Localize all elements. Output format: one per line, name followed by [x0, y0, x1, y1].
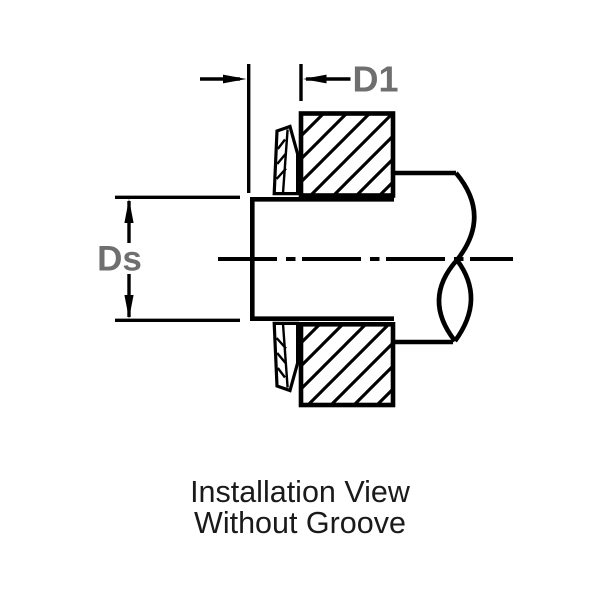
shaft-break-lens: [436, 258, 474, 343]
d1-arrowhead-right-icon: [223, 74, 247, 84]
ds-arrowhead-down-icon: [124, 295, 134, 319]
caption: Installation View Without Groove: [190, 475, 411, 540]
dimension-ds: Ds: [97, 195, 240, 322]
prong-bottom-hatch-ticks: [275, 337, 287, 379]
prong-bottom-inner-edge: [281, 323, 289, 388]
shaft-end-outline: [250, 197, 394, 321]
retaining-ring-prong-top: [272, 124, 300, 196]
hub-section-bottom: [298, 321, 396, 408]
prong-top-hatch-ticks: [275, 138, 287, 180]
ds-label: Ds: [97, 240, 142, 279]
caption-line-1: Installation View: [190, 475, 411, 509]
ds-arrowhead-up-icon: [124, 198, 134, 223]
hub-section-top: [298, 111, 396, 198]
d1-arrowhead-left-icon: [303, 74, 327, 84]
d1-label: D1: [353, 59, 399, 100]
dimension-d1: D1: [200, 59, 399, 193]
retaining-ring-prong-bottom: [272, 321, 300, 393]
caption-line-2: Without Groove: [194, 506, 406, 540]
prong-top-inner-edge: [281, 129, 289, 194]
shaft-break-curve: [454, 171, 477, 262]
